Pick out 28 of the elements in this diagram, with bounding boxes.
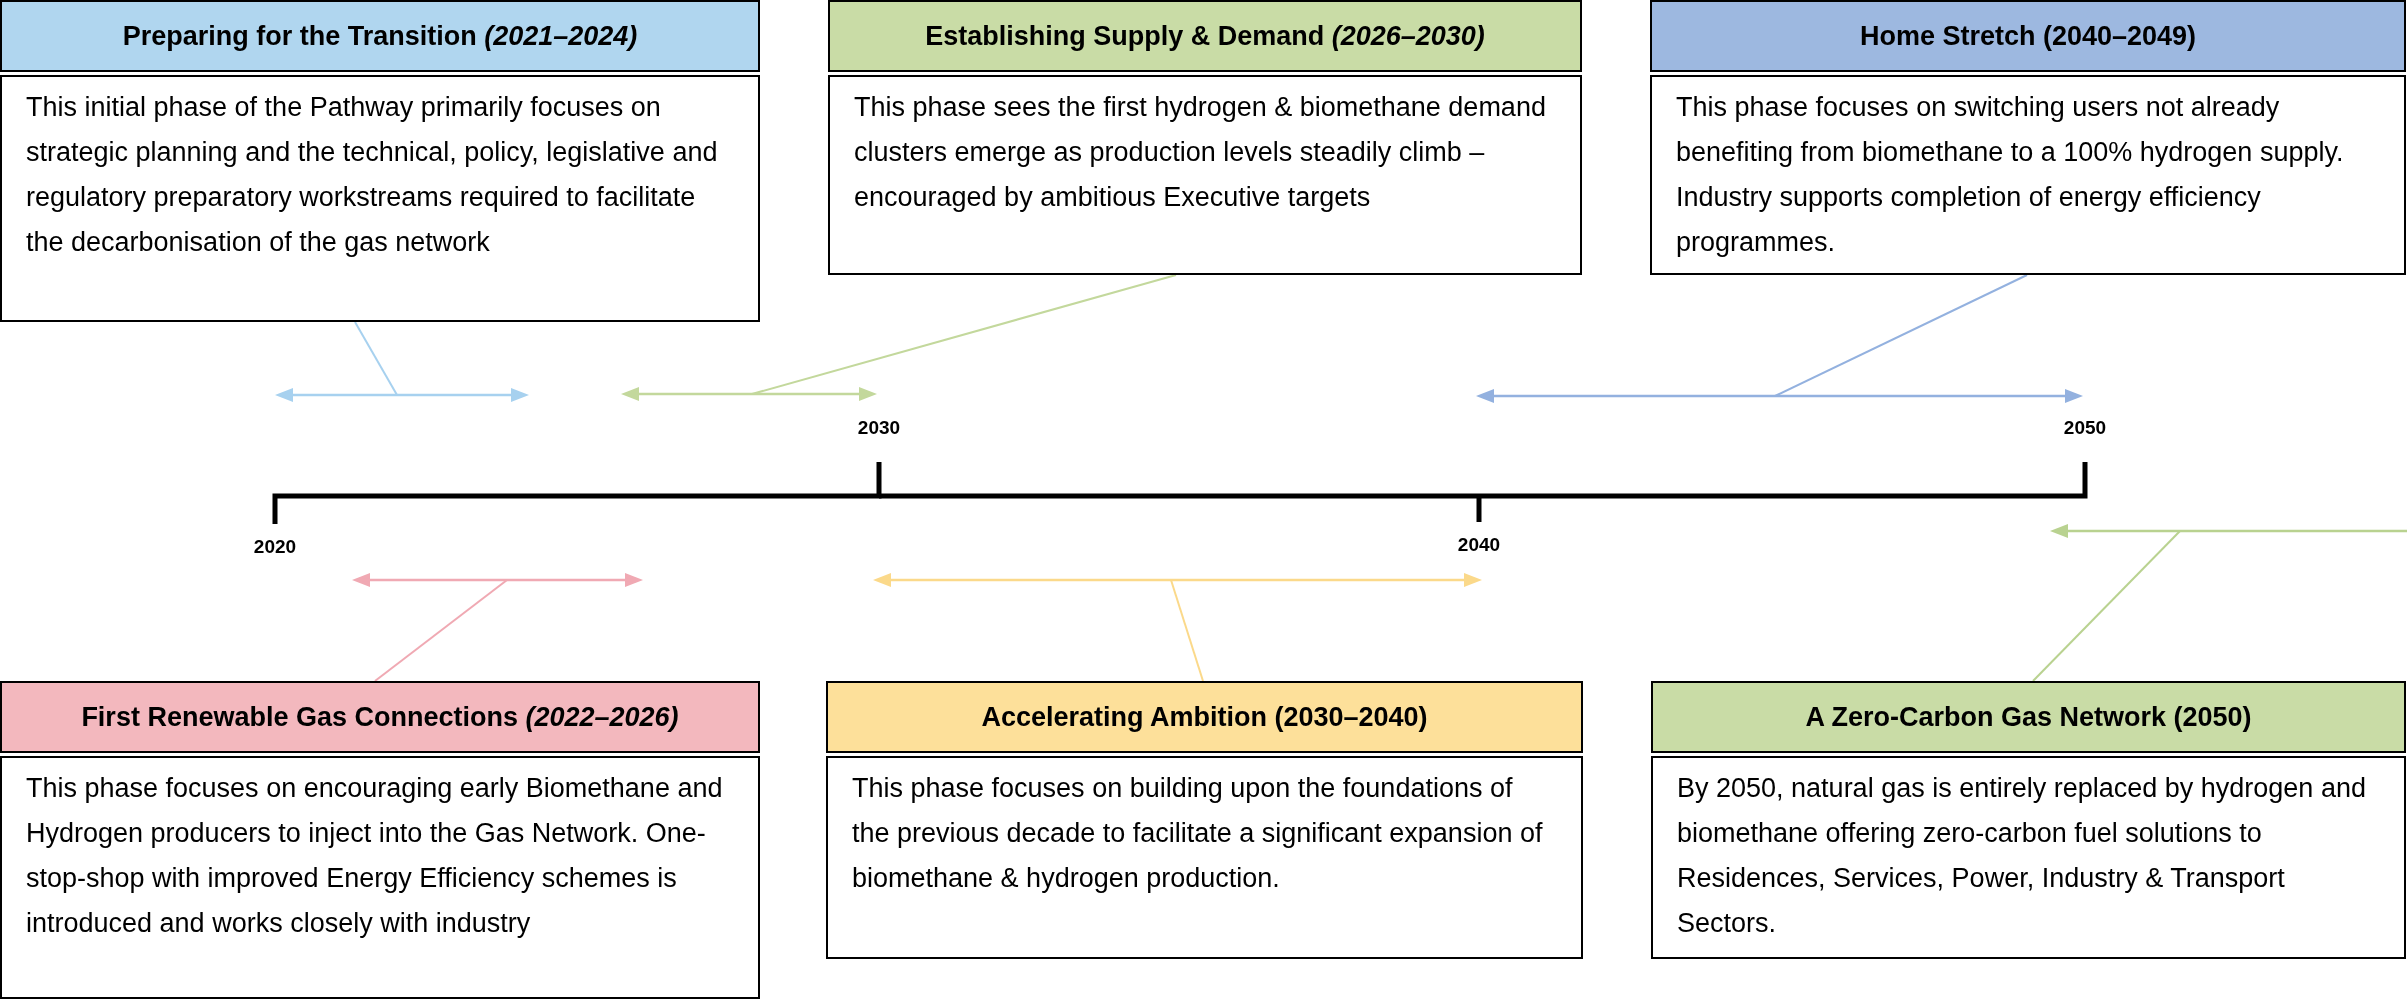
leader-line xyxy=(374,579,508,682)
phase-card xyxy=(0,681,760,999)
year-label: 2030 xyxy=(857,418,901,437)
leader-line xyxy=(2032,530,2181,682)
card-text: This phase focuses on encouraging early Biomethane and Hydrogen producers to inject into the Gas Network. One-stop-shop with improved Energy Efficiency schemes is introduced and works closely with industry xyxy=(26,772,724,940)
card-text: By 2050, natural gas is entirely replaced by hydrogen and biomethane offering zero-carbon fuel solutions to Residences, Services, Power, Industry & Transport Sectors. xyxy=(1677,772,2367,940)
phase-card xyxy=(0,0,760,322)
card-heading: Preparing for the Transition (2021–2024) xyxy=(0,0,760,72)
card-heading: Establishing Supply & Demand (2026–2030) xyxy=(828,0,1582,72)
leader-line xyxy=(1170,579,1204,682)
leader-line xyxy=(354,321,398,396)
phase-card xyxy=(826,681,1583,959)
year-label: 2050 xyxy=(2063,418,2107,437)
card-heading: First Renewable Gas Connections (2022–2026) xyxy=(0,681,760,753)
card-heading: Accelerating Ambition (2030–2040) xyxy=(826,681,1583,753)
card-text: This phase focuses on switching users not already benefiting from biomethane to a 100% hydrogen supply. Industry supports completion of energy efficiency programmes. xyxy=(1676,91,2345,259)
year-label: 2020 xyxy=(253,537,297,556)
card-heading: A Zero-Carbon Gas Network (2050) xyxy=(1651,681,2406,753)
card-text: This phase sees the first hydrogen & biomethane demand clusters emerge as production levels steadily climb – encouraged by ambitious Executive targets xyxy=(854,91,1547,214)
phase-card xyxy=(1651,681,2406,959)
year-label: 2040 xyxy=(1457,535,1501,554)
leader-line xyxy=(1774,274,2028,397)
card-text: This phase focuses on building upon the foundations of the previous decade to facilitate a significant expansion of biomethane & hydrogen production. xyxy=(852,772,1544,895)
card-heading: Home Stretch (2040–2049) xyxy=(1650,0,2406,72)
phase-card xyxy=(828,0,1582,275)
card-text: This initial phase of the Pathway primarily focuses on strategic planning and the technical, policy, legislative and regulatory preparatory workstreams required to facilitate the decarbonisation of the gas network xyxy=(26,91,719,259)
leader-line xyxy=(751,274,1177,395)
phase-card xyxy=(1650,0,2406,275)
